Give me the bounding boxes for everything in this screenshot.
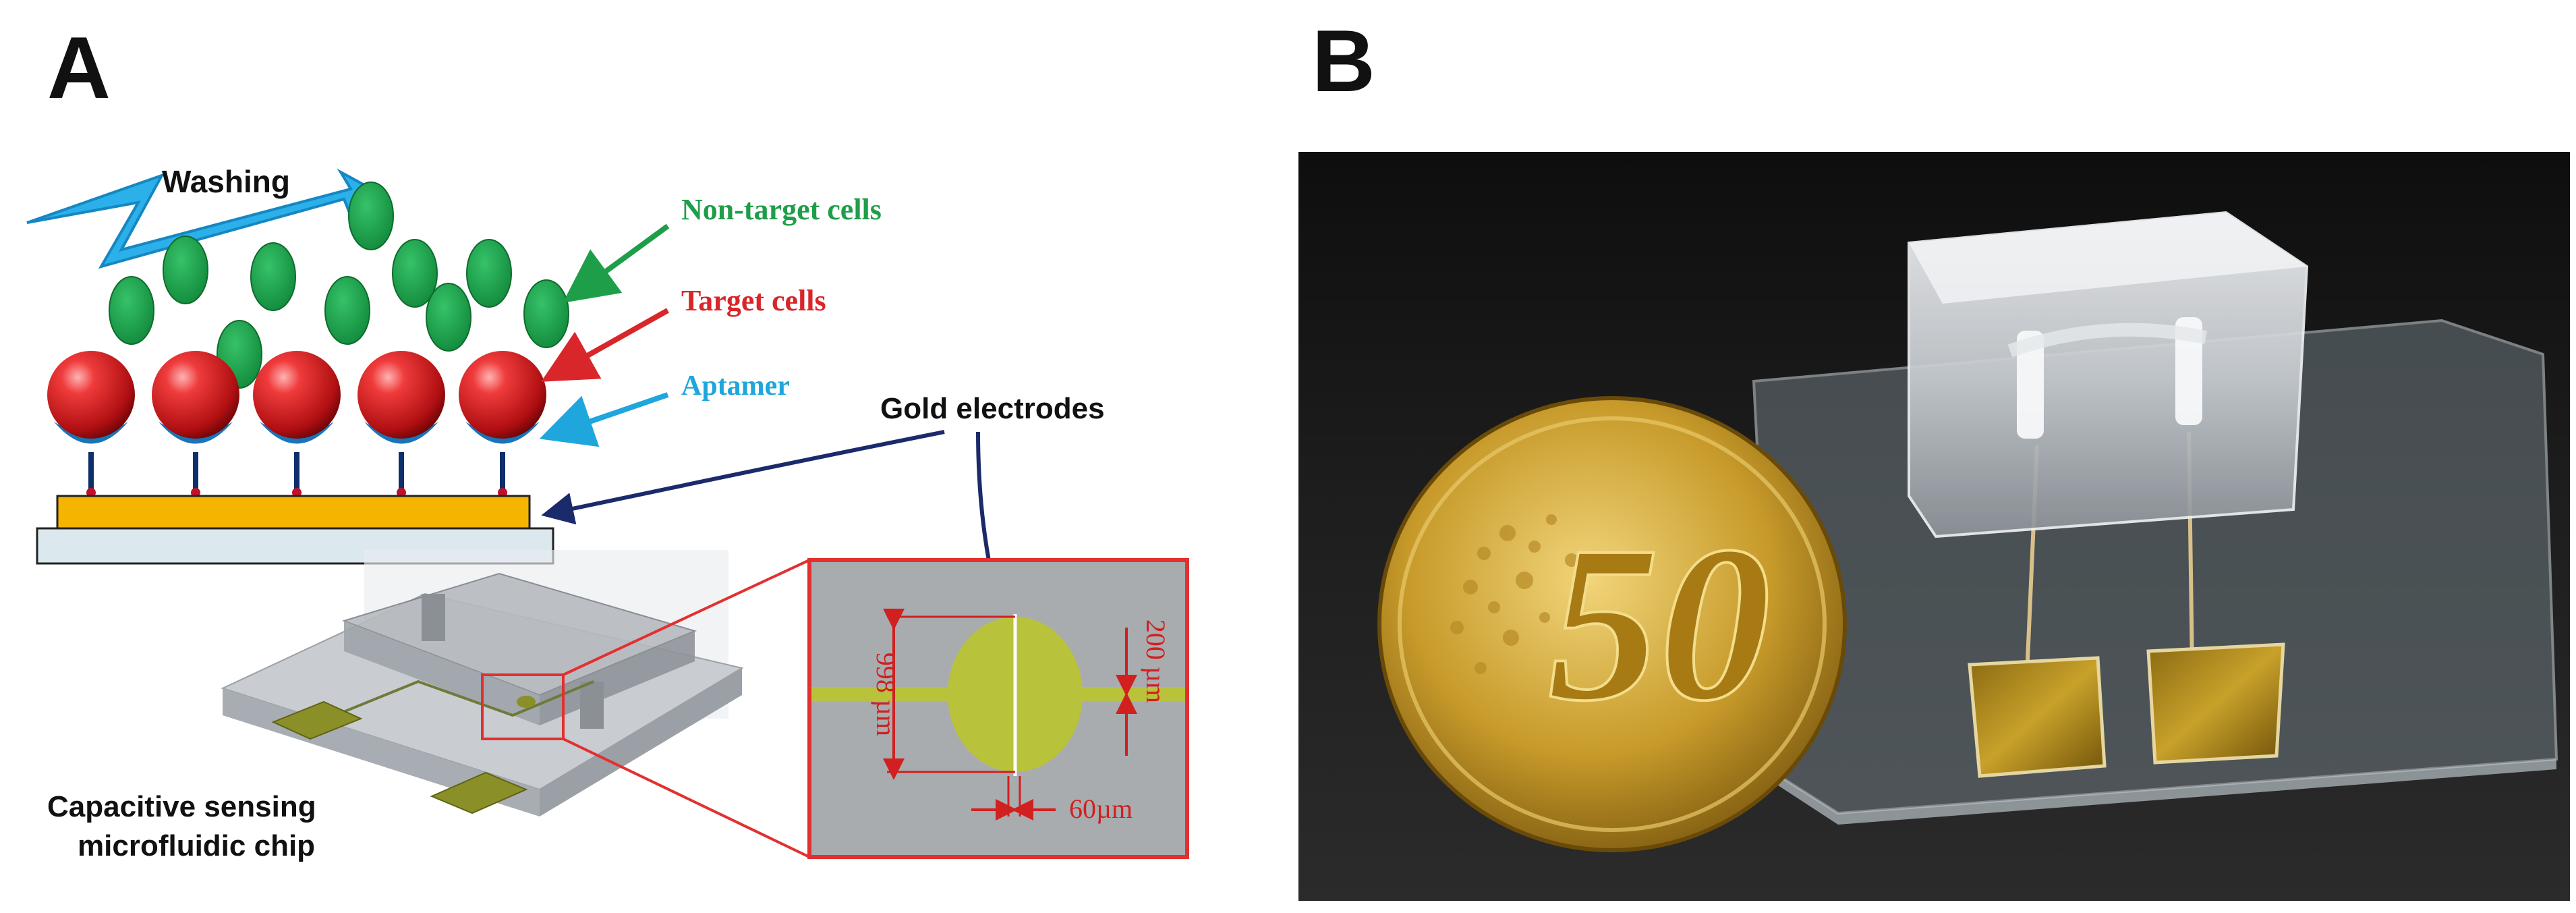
- non-target-cell: [109, 276, 154, 345]
- non-target-cell: [163, 236, 208, 304]
- dim-998: 998 µm: [871, 653, 901, 736]
- target-cells: [47, 351, 546, 439]
- electrode-inset: 998 µm 200 µm 60µm: [807, 558, 1189, 859]
- non-target-cell: [466, 239, 512, 308]
- panel-b: B 50: [1298, 11, 2570, 901]
- washing-label: Washing: [162, 164, 290, 199]
- target-pointer: [541, 308, 669, 382]
- non-target-cell: [348, 182, 394, 250]
- aptamer-label: Aptamer: [681, 370, 790, 402]
- non-target-cell: [324, 276, 370, 345]
- dim-60: 60µm: [1069, 794, 1133, 824]
- chip-label-line1: Capacitive sensing: [47, 790, 316, 823]
- target-cell: [357, 351, 445, 439]
- gold-electrodes-pointer: [541, 430, 945, 525]
- non-target-cell: [250, 242, 296, 311]
- gold-layer: [56, 495, 531, 530]
- non-target-cells: [109, 182, 569, 389]
- euro-coin: 50: [1377, 396, 1847, 852]
- target-cell: [459, 351, 546, 439]
- gold-electrodes-label: Gold electrodes: [880, 392, 1105, 425]
- pdms-block: [1908, 211, 2309, 538]
- outlet-port: [2175, 317, 2202, 425]
- gold-pad-right: [2146, 642, 2285, 765]
- non-target-cell: [392, 239, 438, 308]
- chip-label-line2: microfluidic chip: [78, 829, 315, 862]
- aptamer-pointer: [539, 392, 669, 447]
- panel-a: A Washing: [26, 18, 1189, 862]
- dim-200: 200 µm: [1141, 619, 1171, 703]
- target-cell: [47, 351, 135, 439]
- gold-pad-left: [1968, 656, 2107, 778]
- chip-schematic: [221, 550, 810, 858]
- target-label: Target cells: [681, 284, 826, 317]
- inlet-port: [2017, 331, 2044, 439]
- panel-a-label: A: [47, 18, 111, 117]
- non-target-pointer: [563, 223, 670, 303]
- panel-b-label: B: [1312, 11, 1375, 110]
- non-target-label: Non-target cells: [681, 193, 882, 226]
- non-target-cell: [426, 283, 471, 352]
- target-cell: [253, 351, 341, 439]
- coin-dots: [1450, 514, 1578, 674]
- coin-value: 50: [1548, 501, 1771, 747]
- non-target-cell: [523, 279, 569, 348]
- target-cell: [152, 351, 239, 439]
